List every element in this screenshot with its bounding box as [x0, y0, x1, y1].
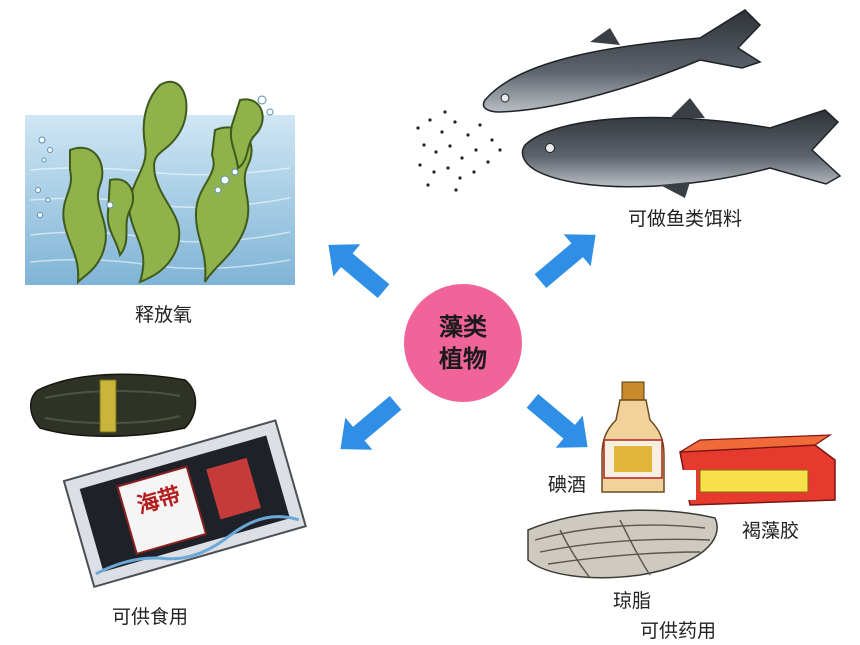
iodine-bottle	[601, 381, 665, 493]
arrow-to-fish-feed	[534, 234, 596, 289]
center-label-line1: 藻类	[439, 312, 487, 341]
edible-kelp-illustration: 海带	[30, 373, 307, 589]
fish-upper	[482, 9, 762, 113]
label-medicinal: 可供药用	[640, 620, 717, 642]
label-release-oxygen: 释放氧	[135, 304, 193, 326]
center-label-line2: 植物	[439, 345, 487, 373]
seaweed-plant	[62, 80, 264, 285]
arrow-to-edible	[340, 395, 402, 450]
arrows	[328, 234, 596, 450]
label-alginate: 褐藻胶	[742, 520, 800, 542]
arrow-to-oxygen	[328, 244, 390, 299]
label-iodine-tincture: 碘酒	[548, 474, 587, 496]
label-edible: 可供食用	[112, 606, 189, 628]
fish-feed-illustration	[416, 9, 842, 198]
label-fish-feed: 可做鱼类饵料	[628, 208, 743, 230]
arrow-to-medicinal	[526, 393, 588, 448]
agar-strips	[527, 509, 718, 579]
seaweed-water-illustration	[25, 80, 295, 285]
center-node-algae: 藻类 植物	[404, 284, 522, 402]
feed-particles	[416, 110, 502, 192]
kelp-packet: 海带	[62, 419, 307, 589]
label-agar: 琼脂	[613, 590, 652, 612]
alginate-box	[679, 434, 836, 506]
kelp-bundle	[30, 373, 197, 438]
oxygen-bubbles	[35, 95, 274, 218]
fish-lower	[521, 98, 842, 198]
medicinal-products-illustration	[527, 381, 836, 579]
